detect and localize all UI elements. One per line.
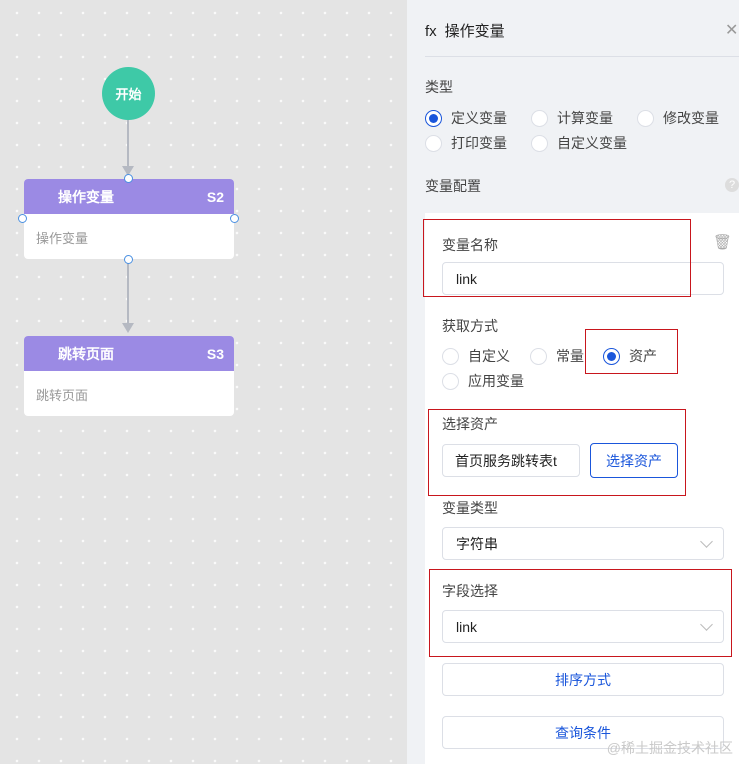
- source-radio-asset[interactable]: 资产: [603, 346, 657, 366]
- source-radio-custom[interactable]: 自定义: [442, 346, 510, 366]
- var-name-input[interactable]: link: [442, 262, 724, 295]
- type-radio-compute[interactable]: 计算变量: [531, 108, 613, 128]
- properties-panel: fx 操作变量 ✕ 类型 定义变量 计算变量 修改变量 打印变量 自定义变量 变量…: [407, 0, 739, 764]
- close-icon[interactable]: ✕: [725, 22, 739, 39]
- port-bottom[interactable]: [124, 255, 133, 264]
- connector: [127, 120, 129, 170]
- variable-card: 变量名称 🗑 link 获取方式 自定义 常量 资产 应用变量 选择资产 首页服…: [425, 213, 739, 764]
- type-label: 类型: [425, 79, 453, 95]
- highlight-box: [585, 329, 678, 374]
- highlight-box: [429, 569, 732, 657]
- node-title: 跳转页面: [58, 345, 114, 362]
- source-radio-constant[interactable]: 常量: [530, 346, 584, 366]
- asset-label: 选择资产: [442, 416, 498, 432]
- source-label: 获取方式: [442, 318, 498, 334]
- type-radio-define[interactable]: 定义变量: [425, 108, 507, 128]
- help-icon[interactable]: ?: [725, 178, 739, 192]
- query-button[interactable]: 查询条件: [442, 716, 724, 749]
- node-body: 操作变量: [36, 231, 89, 246]
- node-id: S2: [206, 188, 224, 205]
- select-asset-button[interactable]: 选择资产: [590, 443, 678, 478]
- node-s2[interactable]: 操作变量 S2 操作变量: [24, 179, 234, 259]
- var-name-label: 变量名称: [442, 237, 498, 253]
- node-s3[interactable]: 跳转页面 S3 跳转页面: [24, 336, 234, 416]
- highlight-box: [428, 409, 686, 496]
- sort-button[interactable]: 排序方式: [442, 663, 724, 696]
- arrow-icon: [122, 323, 134, 333]
- field-label: 字段选择: [442, 583, 498, 599]
- port-right[interactable]: [230, 214, 239, 223]
- type-radio-custom[interactable]: 自定义变量: [531, 133, 627, 153]
- panel-title-text: 操作变量: [444, 23, 505, 40]
- port-left[interactable]: [18, 214, 27, 223]
- divider: [425, 56, 739, 57]
- watermark: @稀土掘金技术社区: [606, 740, 733, 756]
- trash-icon[interactable]: 🗑: [713, 234, 733, 251]
- node-title: 操作变量: [58, 188, 114, 205]
- field-select[interactable]: link: [442, 610, 724, 643]
- type-radio-modify[interactable]: 修改变量: [637, 108, 719, 128]
- arrow-icon: [122, 166, 134, 176]
- type-radio-print[interactable]: 打印变量: [425, 133, 507, 153]
- node-id: S3: [206, 345, 224, 362]
- connector: [127, 263, 129, 323]
- asset-input[interactable]: 首页服务跳转表t: [442, 444, 580, 477]
- flow-canvas[interactable]: 开始 操作变量 S2 操作变量 跳转页面 S3 跳转页面: [0, 0, 407, 764]
- chevron-down-icon: [700, 535, 713, 548]
- var-type-select[interactable]: 字符串: [442, 527, 724, 560]
- highlight-box: [423, 219, 691, 297]
- fx-icon: fx: [425, 23, 437, 40]
- start-node[interactable]: 开始: [102, 67, 155, 120]
- source-radio-app-variable[interactable]: 应用变量: [442, 371, 524, 391]
- node-body: 跳转页面: [36, 388, 89, 403]
- port-top[interactable]: [124, 174, 133, 183]
- config-label: 变量配置: [425, 178, 481, 194]
- var-type-label: 变量类型: [442, 500, 498, 516]
- panel-title: fx 操作变量: [425, 20, 505, 41]
